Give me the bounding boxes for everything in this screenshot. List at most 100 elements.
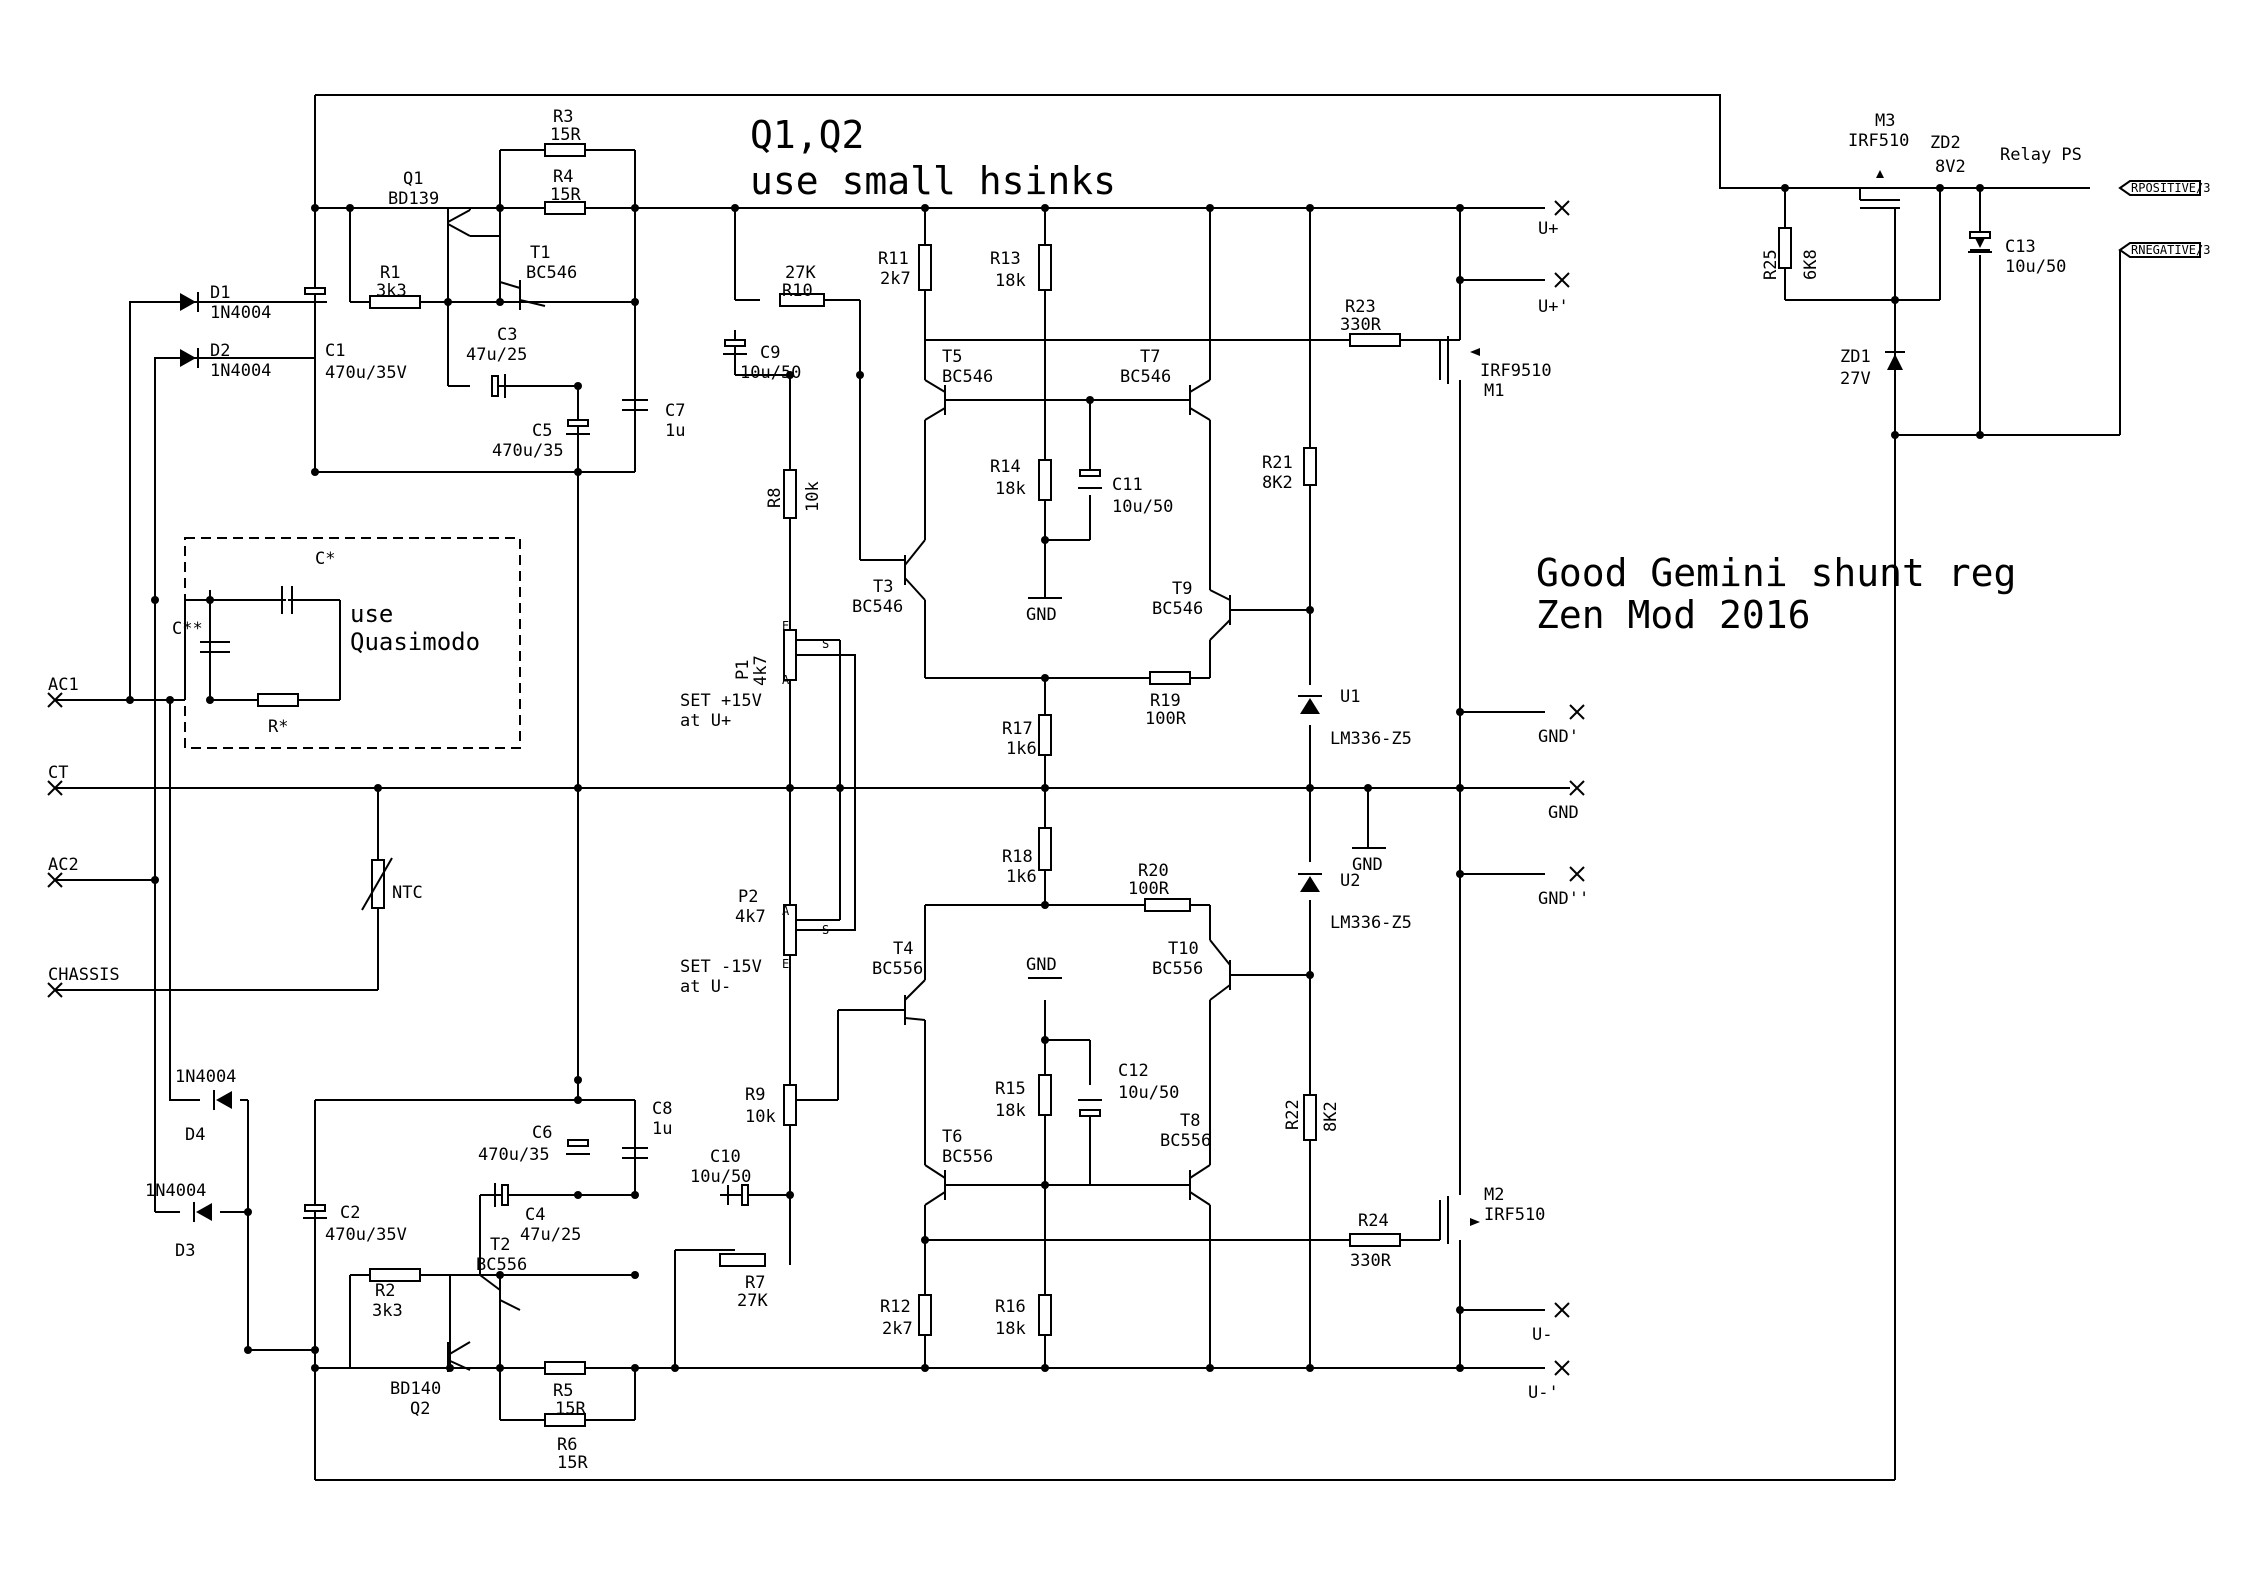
transistor-t2[interactable]: T2 BC556 — [476, 1235, 527, 1311]
res-r17[interactable]: R17 1k6 — [1002, 714, 1052, 759]
zener-u1[interactable]: U1 LM336-Z5 — [1298, 687, 1412, 749]
res-r18[interactable]: R18 1k6 — [1002, 827, 1052, 887]
terminal-chassis[interactable]: CHASSIS — [47, 965, 120, 998]
q2-value: BD140 — [390, 1379, 441, 1399]
mosfet-m1[interactable]: IRF9510 M1 — [1439, 336, 1552, 401]
transistor-q1[interactable]: Q1 BD139 — [388, 169, 500, 237]
transistor-t8[interactable]: T8 BC556 — [1160, 1111, 1211, 1206]
res-r3[interactable]: R3 15R — [544, 107, 586, 157]
cap-c13[interactable]: C13 10u/50 — [1968, 231, 2066, 277]
r12-value: 2k7 — [882, 1319, 913, 1339]
terminal-ac1[interactable]: AC1 — [47, 675, 79, 708]
res-r15[interactable]: R15 18k — [995, 1074, 1052, 1121]
p1-set-label: SET +15V — [680, 691, 762, 711]
zener-u2[interactable]: U2 LM336-Z5 — [1298, 871, 1412, 933]
relay-ps-label: Relay PS — [2000, 145, 2082, 165]
cap-c5[interactable]: C5 470u/35 — [492, 419, 590, 461]
r18-ref: R18 — [1002, 847, 1033, 867]
terminal-rnegative-label: RNEGATIVE/3 — [2131, 243, 2210, 257]
transistor-t9[interactable]: T9 BC546 — [1152, 579, 1231, 641]
cap-c7[interactable]: C7 1u — [622, 399, 685, 472]
res-r9[interactable]: R9 10k — [745, 1084, 797, 1127]
cap-c12[interactable]: C12 10u/50 — [1078, 1061, 1179, 1117]
t8-value: BC556 — [1160, 1131, 1211, 1151]
res-r1[interactable]: R1 3k3 — [369, 263, 421, 309]
terminal-uplus[interactable]: U+ — [1538, 200, 1570, 239]
res-r14[interactable]: R14 18k — [990, 457, 1052, 501]
res-r7[interactable]: R7 27K — [719, 1253, 768, 1311]
terminal-uminus[interactable]: U- — [1532, 1302, 1570, 1345]
r19-ref: R19 — [1150, 691, 1181, 711]
terminal-ac2[interactable]: AC2 — [47, 855, 79, 888]
cap-c8[interactable]: C8 1u — [622, 1099, 672, 1159]
r13-ref: R13 — [990, 249, 1021, 269]
transistor-t3[interactable]: T3 BC546 — [852, 539, 926, 617]
cap-c9[interactable]: C9 10u/50 — [723, 339, 801, 383]
ntc-thermistor[interactable]: NTC — [361, 857, 423, 911]
mosfet-m3[interactable]: M3 IRF510 — [1848, 111, 1909, 209]
diode-d1[interactable]: D1 1N4004 — [180, 283, 271, 323]
zener-zd1[interactable]: ZD1 27V — [1840, 347, 1905, 389]
pot-p2[interactable]: A E S P2 4k7 SET -15V at U- — [680, 788, 856, 997]
res-r12[interactable]: R12 2k7 — [880, 1294, 932, 1339]
cap-c3[interactable]: C3 47u/25 — [466, 325, 527, 398]
title-line-2: Zen Mod 2016 — [1536, 593, 1811, 637]
m1-value: IRF9510 — [1480, 361, 1552, 381]
d2-ref: D2 — [210, 341, 230, 361]
res-r4[interactable]: R4 15R — [544, 167, 586, 215]
pot-p1[interactable]: E A S P1 4k7 SET +15V at U+ — [680, 619, 856, 788]
diode-d4[interactable]: 1N4004 D4 — [175, 1067, 236, 1145]
r21-ref: R21 — [1262, 453, 1293, 473]
res-r11[interactable]: R11 2k7 — [878, 244, 932, 291]
gnd-symbol-bottom: GND — [1026, 955, 1062, 979]
p2-pin-e: E — [782, 957, 789, 971]
m3-ref: M3 — [1875, 111, 1895, 131]
res-r13[interactable]: R13 18k — [990, 244, 1052, 291]
wires — [55, 94, 2121, 1481]
transistor-t10[interactable]: T10 BC556 — [1152, 939, 1231, 1001]
res-r16[interactable]: R16 18k — [995, 1294, 1052, 1339]
d3-ref: D3 — [175, 1241, 195, 1261]
cap-c2[interactable]: C2 470u/35V — [303, 1203, 407, 1245]
t7-ref: T7 — [1140, 347, 1160, 367]
cap-c4[interactable]: C4 47u/25 — [494, 1183, 581, 1245]
transistor-q2[interactable]: BD140 Q2 — [390, 1341, 471, 1419]
transistors: Q1 BD139 T1 BC546 T5 BC546 T7 BC546 T3 B… — [388, 169, 1231, 1419]
diode-d3[interactable]: 1N4004 D3 — [145, 1181, 212, 1261]
terminal-ct[interactable]: CT — [47, 763, 68, 796]
diode-d2[interactable]: D2 1N4004 — [180, 341, 271, 381]
terminal-gnd2[interactable]: GND'' — [1538, 866, 1589, 909]
res-r5[interactable]: R5 15R — [544, 1361, 586, 1419]
c4-value: 47u/25 — [520, 1225, 581, 1245]
res-r2[interactable]: R2 3k3 — [369, 1268, 421, 1321]
res-r8[interactable]: R8 10k — [765, 469, 823, 519]
terminal-rpositive[interactable]: RPOSITIVE/3 — [2118, 180, 2210, 196]
res-r25[interactable]: R25 6K8 — [1761, 227, 1821, 280]
res-r23[interactable]: R23 330R — [1340, 297, 1401, 347]
cap-c11[interactable]: C11 10u/50 — [1078, 469, 1173, 517]
terminal-uminus2[interactable]: U-' — [1528, 1360, 1570, 1403]
transistor-t1[interactable]: T1 BC546 — [499, 243, 577, 310]
terminal-gnd[interactable]: GND — [1548, 780, 1585, 823]
res-r20[interactable]: R20 100R — [1128, 861, 1191, 912]
res-r24[interactable]: R24 330R — [1349, 1211, 1401, 1271]
mosfet-m2[interactable]: M2 IRF510 — [1439, 1185, 1545, 1244]
transistor-t5[interactable]: T5 BC546 — [924, 347, 993, 421]
res-r22[interactable]: R22 8K2 — [1283, 1094, 1341, 1141]
terminal-uplus2[interactable]: U+' — [1538, 272, 1570, 317]
res-r6[interactable]: R6 15R — [500, 1413, 635, 1473]
r5-ref: R5 — [553, 1381, 573, 1401]
cap-c6[interactable]: C6 470u/35 — [478, 1123, 590, 1165]
cap-c1[interactable]: C1 470u/35V — [303, 287, 407, 383]
terminal-rnegative[interactable]: RNEGATIVE/3 — [2118, 242, 2210, 258]
terminal-gnd1[interactable]: GND' — [1538, 704, 1585, 747]
p1-pin-e: E — [782, 619, 789, 633]
res-r21[interactable]: R21 8K2 — [1262, 447, 1317, 493]
transistor-t7[interactable]: T7 BC546 — [1120, 347, 1211, 421]
res-r10[interactable]: 27K R10 — [779, 263, 825, 307]
cap-c10[interactable]: C10 10u/50 — [690, 1147, 751, 1206]
transistor-t6[interactable]: T6 BC556 — [924, 1127, 993, 1206]
transistor-t4[interactable]: T4 BC556 — [838, 939, 926, 1025]
r3-value: 15R — [550, 125, 581, 145]
res-r19[interactable]: R19 100R — [1145, 671, 1191, 729]
